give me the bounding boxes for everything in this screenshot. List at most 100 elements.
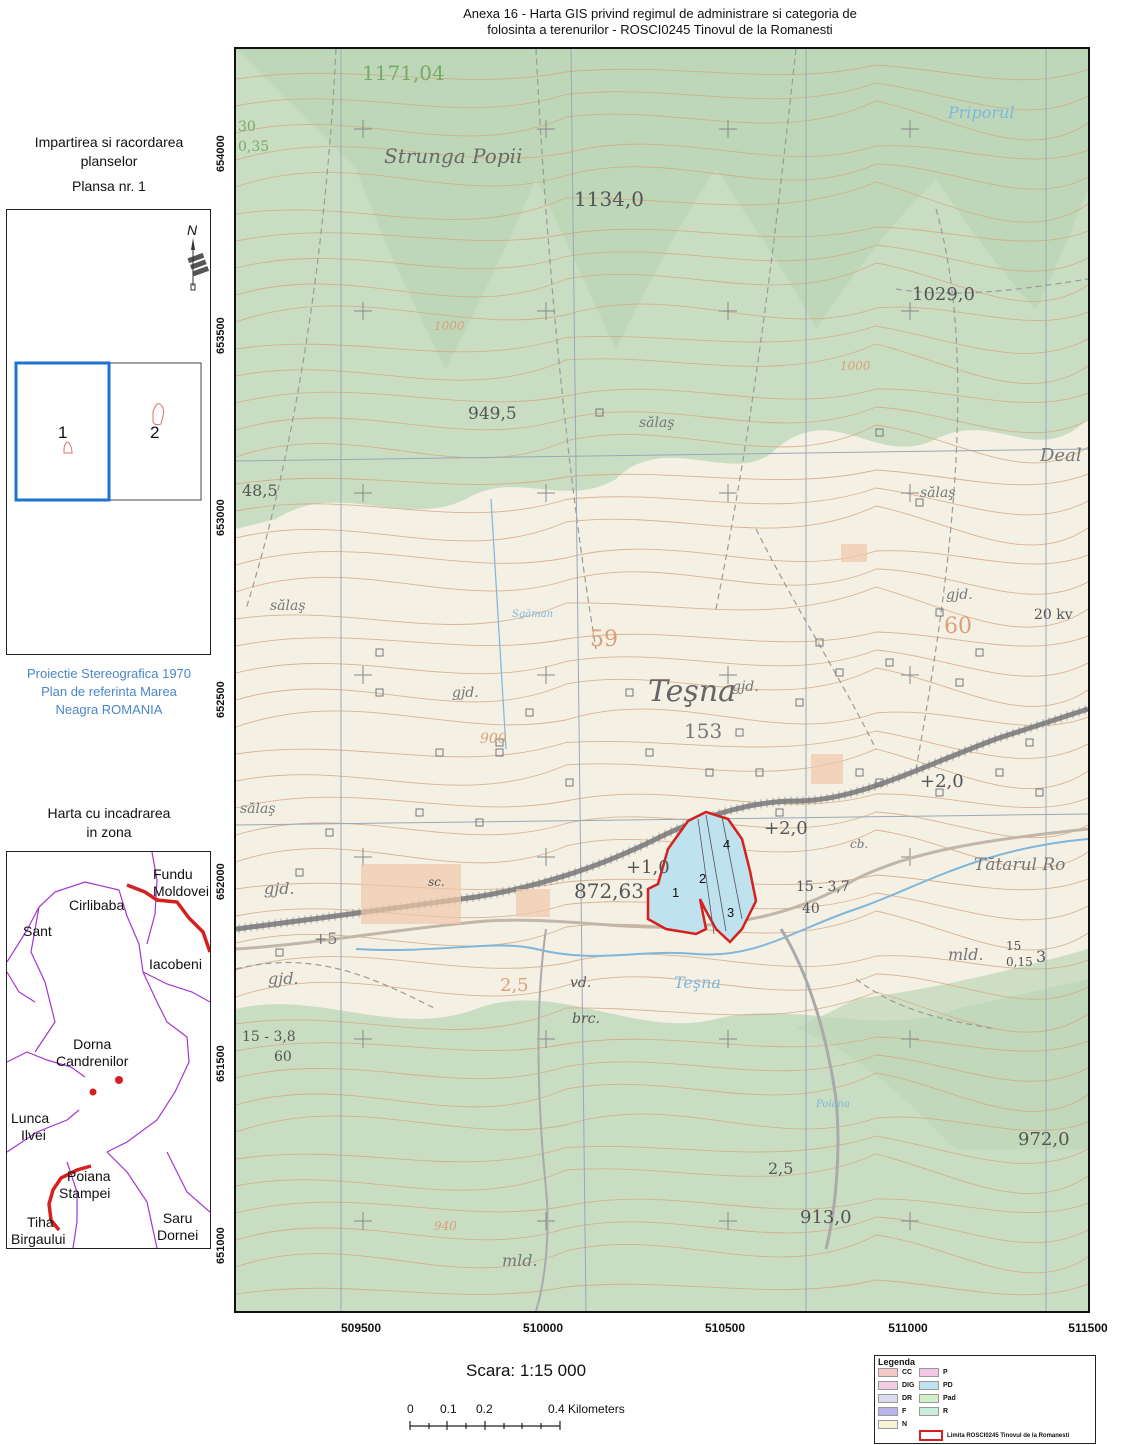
x-tick-label: 511500 [1068, 1321, 1108, 1335]
grid-crosses [354, 120, 919, 1230]
projection-line-1: Proiectie Stereografica 1970 [26, 666, 192, 681]
legend-code: PD [943, 1382, 953, 1389]
forest-ridges [236, 49, 1088, 369]
parcel-label-4[interactable]: 4 [723, 837, 731, 852]
topo-label: 900 [480, 731, 507, 747]
topo-label: 15 - 3,7 [796, 879, 850, 895]
legend-code: DR [902, 1395, 913, 1402]
parcel-label-3[interactable]: 3 [727, 905, 735, 920]
site-parcels[interactable] [646, 810, 758, 944]
place-iacobeni: Iacobeni [149, 956, 202, 972]
topo-label: 15 [1006, 939, 1022, 953]
topo-label: Poiana [816, 1099, 850, 1110]
topographic-map[interactable] [236, 49, 1088, 1311]
parcel-outline[interactable] [646, 810, 758, 944]
scale-bar-graphic [409, 1421, 561, 1430]
topo-label: mld. [948, 945, 984, 964]
sheet-2-label[interactable]: 2 [150, 423, 160, 442]
topo-label: +5 [314, 929, 338, 948]
topo-label: 949,5 [468, 404, 517, 424]
sheet-2-site-outline [152, 403, 165, 426]
legend-swatch [919, 1394, 939, 1403]
legend-code: DIG [902, 1382, 915, 1389]
sheet-heading-line-1: Impartirea si racordarea [34, 134, 184, 150]
settlement-block-4 [841, 544, 867, 562]
topo-label: sc. [428, 875, 445, 889]
y-tick-label: 651500 [215, 1045, 227, 1082]
tesna-river [355, 838, 1088, 957]
topo-label: Sgăman [512, 609, 554, 620]
topo-label: 15 - 3,8 [242, 1029, 296, 1045]
north-arrow-icon [187, 238, 210, 291]
place-sant: Sant [23, 923, 52, 939]
location-panel-heading: Harta cu incadrarea in zona [4, 804, 214, 842]
topo-label: 40 [802, 901, 820, 917]
legend-code: CC [902, 1369, 913, 1376]
parcel-label-1[interactable]: 1 [672, 885, 680, 900]
buildings [275, 408, 1044, 957]
topo-label: Tătarul Ro [974, 855, 1066, 875]
y-tick-label: 652500 [215, 681, 227, 718]
admin-boundaries [7, 852, 210, 1248]
contour-lines [236, 64, 1088, 1296]
topo-label: sălaş [920, 485, 956, 501]
topo-label: +2,0 [920, 771, 964, 792]
topo-label: sălaş [270, 598, 306, 614]
topo-label: gjd. [452, 685, 479, 701]
legend-swatch [919, 1407, 939, 1416]
topo-label: 60 [944, 614, 972, 639]
topo-label: 1000 [840, 359, 871, 373]
sheet-index-svg [14, 238, 210, 502]
topo-label: 2,5 [768, 1159, 794, 1178]
topo-label: 1134,0 [574, 187, 644, 211]
parcel-label-2[interactable]: 2 [699, 871, 707, 886]
topo-label: 48,5 [242, 481, 278, 500]
location-heading-line-1: Harta cu incadrarea [47, 805, 171, 821]
location-inset-svg [7, 852, 210, 1248]
scale-text: Scara: 1:15 000 [466, 1361, 587, 1380]
legend-swatch [878, 1394, 898, 1403]
sheet-1-label[interactable]: 1 [58, 423, 68, 442]
topo-label: 0,15 [1006, 955, 1033, 969]
road-south-west [535, 928, 549, 1311]
site-marker-2 [115, 1076, 123, 1084]
topo-label: 59 [590, 627, 618, 652]
sheet-1-site-outline [63, 441, 73, 454]
topo-label: +1,0 [626, 857, 670, 878]
scale-tick-0-1: 0.1 [440, 1402, 457, 1416]
y-tick-label: 654000 [215, 135, 227, 172]
legend-item: R [919, 1407, 948, 1416]
north-label: N [187, 222, 198, 238]
topo-label: Priporul [948, 103, 1015, 122]
legend-code: R [943, 1408, 949, 1415]
x-tick-label: 509500 [340, 1321, 382, 1335]
topo-label: gjd. [732, 679, 759, 695]
settlement-block-2 [516, 889, 550, 917]
legend-code: P [943, 1369, 948, 1376]
legend-item: PD [919, 1381, 953, 1390]
topo-label: 30 [238, 119, 256, 135]
legend-boundary: Limita ROSCI0245 Tinovul de la Romanesti [919, 1430, 1069, 1441]
forest-south-east [796, 949, 1088, 1149]
sheet-heading-line-2: planselor [80, 153, 138, 169]
legend-item: CC [878, 1368, 912, 1377]
topo-label: mld. [502, 1251, 538, 1270]
topo-label: Deal [1040, 445, 1082, 466]
sheet-1-frame[interactable] [14, 361, 111, 502]
sgaman-stream [490, 498, 507, 750]
legend-swatch [878, 1368, 898, 1377]
legend-title: Legenda [878, 1357, 916, 1367]
projection-line-3: Neagra ROMANIA [55, 702, 163, 717]
topo-label: 3 [1036, 947, 1047, 966]
topo-label: 1000 [434, 319, 465, 333]
map-title: Anexa 16 - Harta GIS privind regimul de … [300, 6, 1020, 38]
topo-label: 1029,0 [912, 284, 975, 305]
y-tick-label: 652000 [215, 863, 227, 900]
y-tick-label: 651000 [215, 1227, 227, 1264]
x-tick-label: 510500 [704, 1321, 746, 1335]
